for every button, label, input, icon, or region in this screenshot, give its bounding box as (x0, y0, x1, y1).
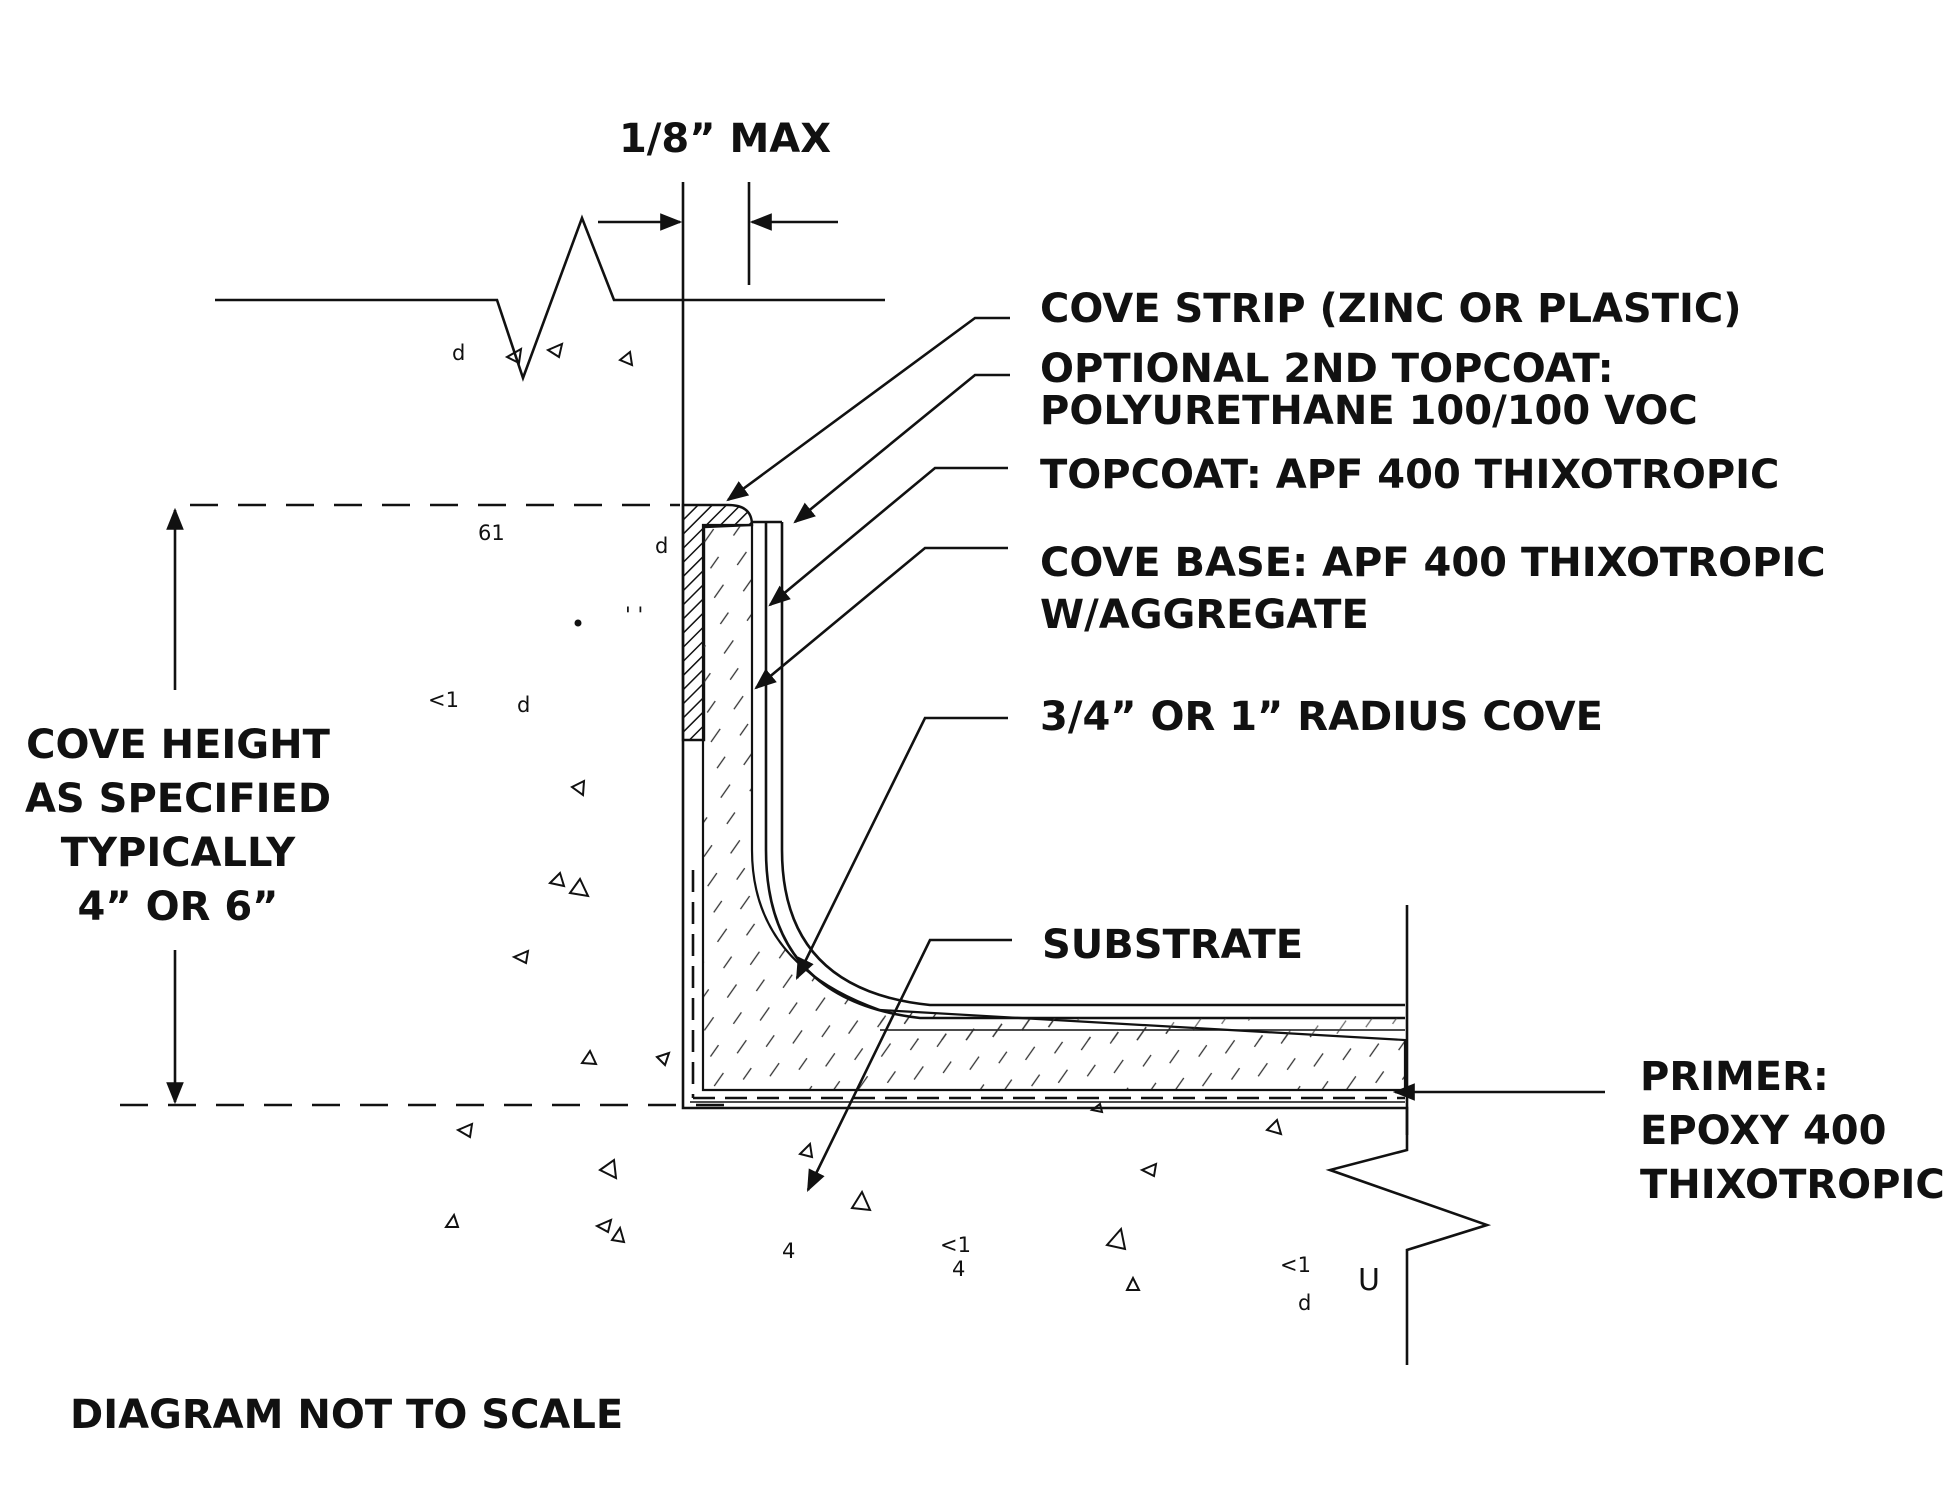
aggregate-mark-7: 4 (782, 1239, 795, 1263)
aggregate-mark-3: d (655, 534, 668, 558)
cove-height-line-3: TYPICALLY (61, 830, 297, 876)
callout-cove-strip: COVE STRIP (ZINC OR PLASTIC) (1040, 286, 1742, 332)
cove-height-line-1: COVE HEIGHT (26, 722, 330, 768)
cove-height-line-2: AS SPECIFIED (25, 776, 331, 822)
cove-height-extents (120, 503, 740, 1107)
aggregate-mark-12: U (1358, 1263, 1380, 1298)
callout-primer-line-1: PRIMER: (1640, 1054, 1829, 1100)
cove-height-line-4: 4” OR 6” (78, 884, 279, 930)
aggregate-triangles (444, 342, 1283, 1291)
callout-topcoat: TOPCOAT: APF 400 THIXOTROPIC (1040, 452, 1779, 498)
callout-second-topcoat-line-2: POLYURETHANE 100/100 VOC (1040, 388, 1698, 434)
aggregate-mark-2: 61 (478, 521, 505, 545)
callout-second-topcoat-line-1: OPTIONAL 2ND TOPCOAT: (1040, 346, 1614, 392)
aggregate-mark-5: <1 (428, 688, 459, 712)
aggregate-mark-6: d (517, 693, 530, 717)
aggregate-mark-9: 4 (952, 1257, 965, 1281)
aggregate-mark-1: d (452, 341, 465, 365)
callout-primer-line-3: THIXOTROPIC (1640, 1162, 1945, 1208)
aggregate-mark-8: <1 (940, 1233, 971, 1257)
leader-lines (726, 316, 1605, 1192)
wall-top-break-line (215, 214, 885, 382)
callout-cove-base-line-1: COVE BASE: APF 400 THIXOTROPIC (1040, 540, 1826, 586)
gap-dimension-label: 1/8” MAX (619, 116, 831, 162)
callout-substrate: SUBSTRATE (1042, 922, 1303, 968)
footer-not-to-scale: DIAGRAM NOT TO SCALE (70, 1392, 623, 1438)
primer-layer (690, 870, 1405, 1103)
aggregate-dot (574, 619, 582, 627)
aggregate-mark-11: d (1298, 1291, 1311, 1315)
callout-primer-line-2: EPOXY 400 (1640, 1108, 1886, 1154)
callout-radius-cove: 3/4” OR 1” RADIUS COVE (1040, 694, 1603, 740)
aggregate-mark-4: ' ' (625, 603, 643, 627)
callout-cove-base-line-2: W/AGGREGATE (1040, 592, 1369, 638)
aggregate-mark-10: <1 (1280, 1253, 1311, 1277)
gap-dimension: 1/8” MAX (598, 116, 838, 505)
